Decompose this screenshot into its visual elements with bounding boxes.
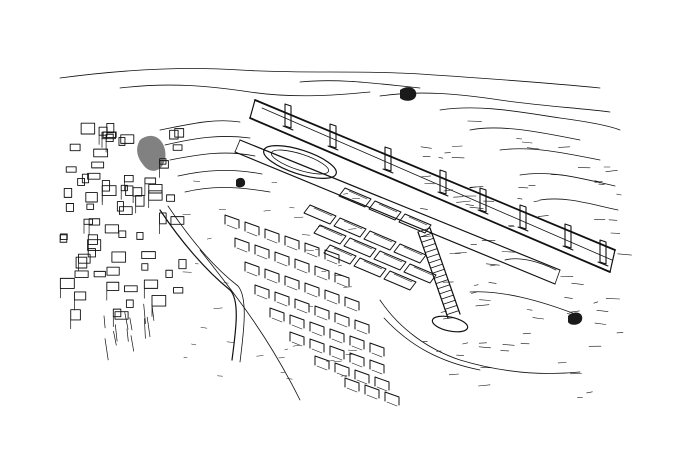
terrace-units (224, 214, 400, 407)
roads (159, 205, 581, 401)
shrub-clumps (236, 87, 583, 325)
diagonal-walkway (417, 227, 469, 333)
terraced-hillside (137, 120, 271, 193)
village-cluster (59, 122, 187, 361)
main-long-building (249, 99, 616, 273)
oval-ring (263, 145, 337, 179)
central-courtyard-grid (303, 187, 437, 291)
building-pylons (282, 103, 609, 267)
secondary-long-building (234, 139, 561, 285)
ground-texture (182, 120, 632, 398)
